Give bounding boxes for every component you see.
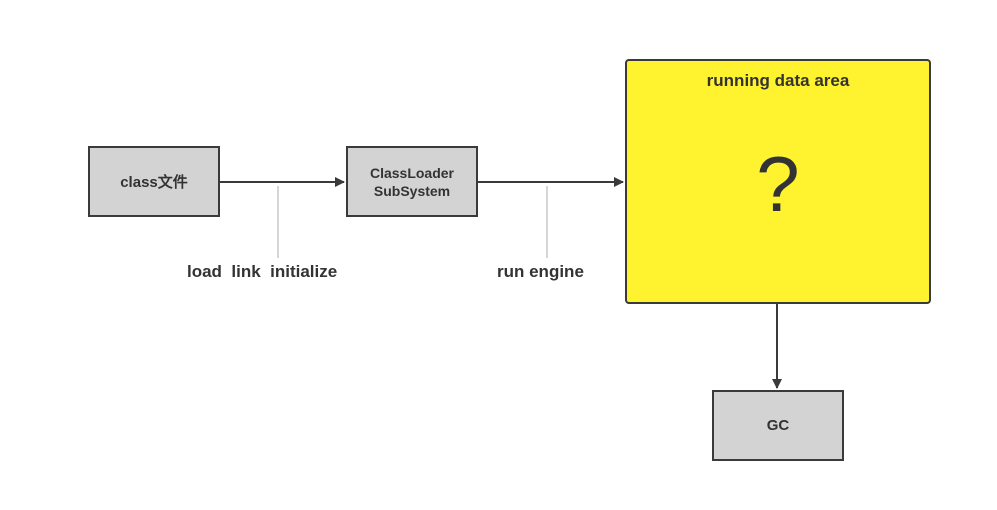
running-data-area-title: running data area [706, 71, 850, 90]
edge-label-run-engine: run engine [497, 262, 584, 281]
gc-node: GC [712, 390, 844, 461]
gc-label: GC [766, 417, 790, 434]
classloader-subsystem-node: ClassLoader SubSystem [346, 146, 478, 217]
question-mark: ? [756, 140, 800, 228]
class-file-node: class文件 [88, 146, 220, 217]
classloader-label-line1: ClassLoader [369, 164, 455, 181]
edge-label-load-link-initialize: load link initialize [187, 262, 338, 281]
running-data-area-node: running data area ? [625, 59, 931, 304]
class-file-label: class文件 [120, 174, 188, 191]
classloader-label-line2: SubSystem [373, 182, 451, 199]
